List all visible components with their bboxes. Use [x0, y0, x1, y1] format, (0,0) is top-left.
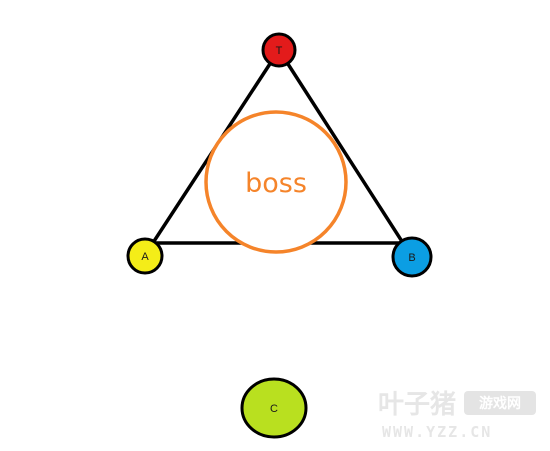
watermark-badge-text: 游戏网 [479, 395, 521, 412]
node-b: B [391, 236, 433, 278]
watermark-badge-bg [464, 391, 536, 415]
boss-circle [204, 110, 348, 254]
watermark: 叶子猪 游戏网 WWW.YZZ.CN [378, 390, 536, 441]
node-t-label: T [276, 45, 283, 57]
node-c-label: C [270, 403, 278, 415]
node-c-circle [240, 377, 308, 439]
edge-t-b [277, 49, 414, 258]
node-b-label: B [408, 252, 415, 264]
node-a-label: A [141, 251, 149, 263]
boss-marker: boss [204, 110, 348, 254]
node-a: A [126, 237, 164, 275]
watermark-site-name: 叶子猪 [378, 390, 456, 420]
node-t: T [261, 32, 297, 68]
node-b-circle [391, 236, 433, 278]
watermark-url: WWW.YZZ.CN [382, 423, 492, 441]
node-t-circle [261, 32, 297, 68]
node-a-circle [126, 237, 164, 275]
boss-label: boss [245, 168, 307, 199]
node-c: C [240, 377, 308, 439]
